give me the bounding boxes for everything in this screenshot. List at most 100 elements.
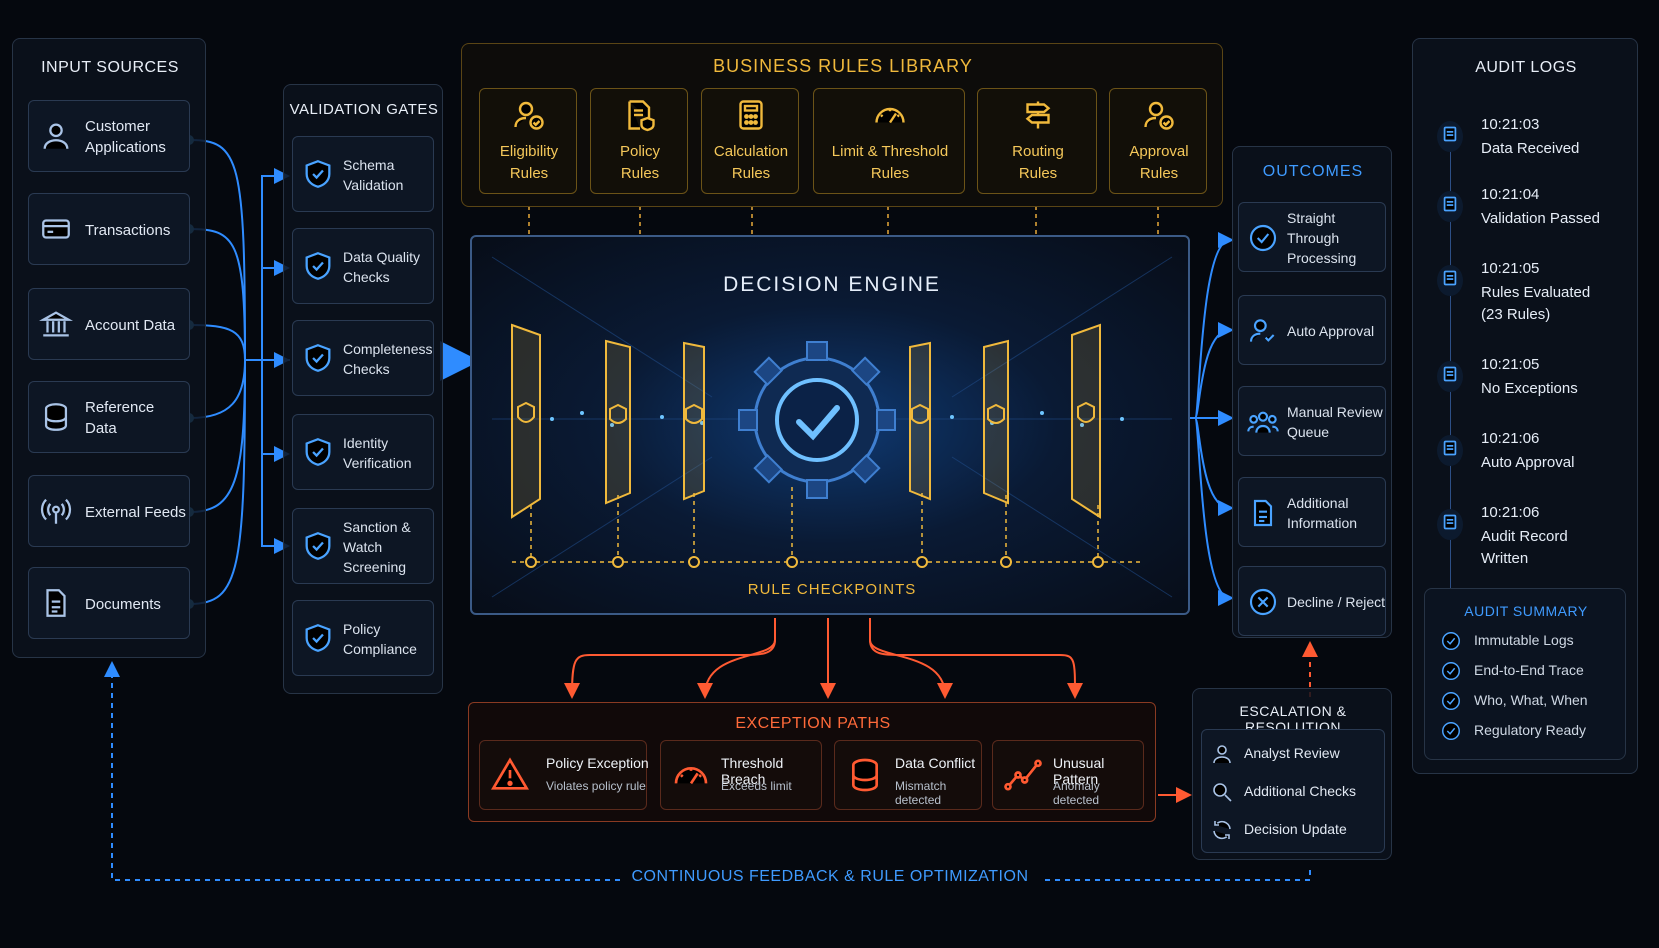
exception-subtitle: Violates policy rule [546, 779, 646, 793]
outcome-card[interactable]: Straight Through Processing [1238, 202, 1386, 272]
shield-check-icon [301, 529, 335, 568]
input-source-card[interactable]: Reference Data [28, 381, 190, 453]
validation-gate-card[interactable]: Completeness Checks [292, 320, 434, 396]
rules-library-title: BUSINESS RULES LIBRARY [713, 56, 973, 76]
person-icon [1210, 742, 1234, 771]
validation-gate-label: Identity Verification [343, 434, 412, 471]
escalation-list [1201, 729, 1385, 853]
outcome-card[interactable]: Decline / Reject [1238, 566, 1386, 636]
exception-subtitle: Anomaly detected [1053, 779, 1100, 807]
audit-text: Auto Approval [1481, 454, 1575, 471]
shield-check-icon [301, 621, 335, 660]
shield-check-icon [301, 157, 335, 196]
rule-card[interactable]: Limit & Threshold Rules [813, 88, 965, 194]
log-entry-icon [1437, 361, 1463, 392]
audit-time: 10:21:05 [1481, 356, 1540, 373]
exception-paths-title: EXCEPTION PATHS [735, 715, 891, 732]
check-small-icon [1440, 660, 1462, 687]
rule-card[interactable]: Eligibility Rules [479, 88, 577, 194]
audit-timeline [1450, 124, 1451, 594]
input-sources-title: INPUT SOURCES [41, 59, 179, 76]
audit-logs-title: AUDIT LOGS [1475, 59, 1577, 76]
outcome-card[interactable]: Manual Review Queue [1238, 386, 1386, 456]
outcomes-title: OUTCOMES [1262, 163, 1364, 180]
policy-doc-icon [622, 97, 658, 138]
audit-summary-item: End-to-End Trace [1474, 662, 1584, 678]
audit-summary-title: AUDIT SUMMARY [1464, 603, 1588, 619]
check-circle-icon [1247, 222, 1279, 259]
check-small-icon [1440, 630, 1462, 657]
check-small-icon [1440, 690, 1462, 717]
validation-gate-card[interactable]: Sanction & Watch Screening [292, 508, 434, 584]
rule-card[interactable]: Routing Rules [977, 88, 1097, 194]
outcome-label: Straight Through Processing [1287, 209, 1357, 267]
rule-card[interactable]: Policy Rules [590, 88, 688, 194]
rule-label: Routing Rules [1012, 143, 1064, 182]
input-source-label: External Feeds [85, 503, 186, 521]
rule-label: Calculation Rules [713, 143, 789, 182]
outcome-card[interactable]: Auto Approval [1238, 295, 1386, 365]
shield-check-icon [301, 341, 335, 380]
exception-subtitle: Exceeds limit [721, 779, 792, 793]
audit-text: Rules Evaluated (23 Rules) [1481, 284, 1591, 323]
gear-check-icon [738, 341, 896, 499]
feedback-label: CONTINUOUS FEEDBACK & RULE OPTIMIZATION [620, 868, 1040, 886]
validation-gate-label: Sanction & Watch Screening [343, 518, 411, 576]
exception-title: Unusual Pattern [1053, 755, 1105, 787]
validation-gate-label: Data Quality Checks [343, 248, 421, 285]
gauge-icon [872, 97, 908, 138]
input-source-card[interactable]: External Feeds [28, 475, 190, 547]
validation-gate-card[interactable]: Schema Validation [292, 136, 434, 212]
input-source-card[interactable]: Account Data [28, 288, 190, 360]
input-source-card[interactable]: Customer Applications [28, 100, 190, 172]
rule-label: Limit & Threshold Rules [831, 143, 949, 182]
person-check-icon [511, 97, 547, 138]
database-icon [845, 755, 885, 800]
validation-gate-card[interactable]: Data Quality Checks [292, 228, 434, 304]
input-source-label: Transactions [85, 221, 171, 239]
validation-gate-label: Policy Compliance [343, 620, 417, 657]
audit-time: 10:21:03 [1481, 116, 1540, 133]
broadcast-icon [39, 494, 73, 533]
audit-text: Validation Passed [1481, 210, 1600, 227]
input-source-card[interactable]: Documents [28, 567, 190, 639]
validation-gate-card[interactable]: Policy Compliance [292, 600, 434, 676]
validation-gate-card[interactable]: Identity Verification [292, 414, 434, 490]
log-entry-icon [1437, 121, 1463, 152]
input-source-label: Account Data [85, 316, 176, 334]
log-entry-icon [1437, 265, 1463, 296]
refresh-icon [1210, 818, 1234, 847]
audit-summary-item: Immutable Logs [1474, 632, 1574, 648]
search-icon [1210, 780, 1234, 809]
audit-text: Data Received [1481, 140, 1580, 157]
outcome-card[interactable]: Additional Information [1238, 477, 1386, 547]
gauge-icon [671, 755, 711, 800]
decision-engine-title: DECISION ENGINE [723, 273, 941, 296]
audit-text: No Exceptions [1481, 380, 1578, 397]
rule-label: Approval Rules [1129, 143, 1189, 182]
trend-icon [1003, 755, 1043, 800]
approval-person-icon [1141, 97, 1177, 138]
check-small-icon [1440, 720, 1462, 747]
card-icon [39, 212, 73, 251]
validation-gates-title: VALIDATION GATES [289, 101, 439, 118]
audit-time: 10:21:06 [1481, 430, 1540, 447]
team-icon [1247, 406, 1279, 443]
escalation-item: Decision Update [1244, 821, 1347, 837]
exception-title: Data Conflict [895, 755, 976, 771]
input-source-label: Customer Applications [85, 118, 166, 156]
rule-card[interactable]: Approval Rules [1109, 88, 1207, 194]
signpost-icon [1020, 97, 1056, 138]
rule-card[interactable]: Calculation Rules [701, 88, 799, 194]
audit-summary-item: Who, What, When [1474, 692, 1588, 708]
input-source-label: Documents [85, 595, 161, 613]
user-check-icon [1247, 315, 1279, 352]
input-source-card[interactable]: Transactions [28, 193, 190, 265]
warning-icon [490, 755, 530, 800]
audit-time: 10:21:05 [1481, 260, 1540, 277]
audit-summary-item: Regulatory Ready [1474, 722, 1587, 738]
